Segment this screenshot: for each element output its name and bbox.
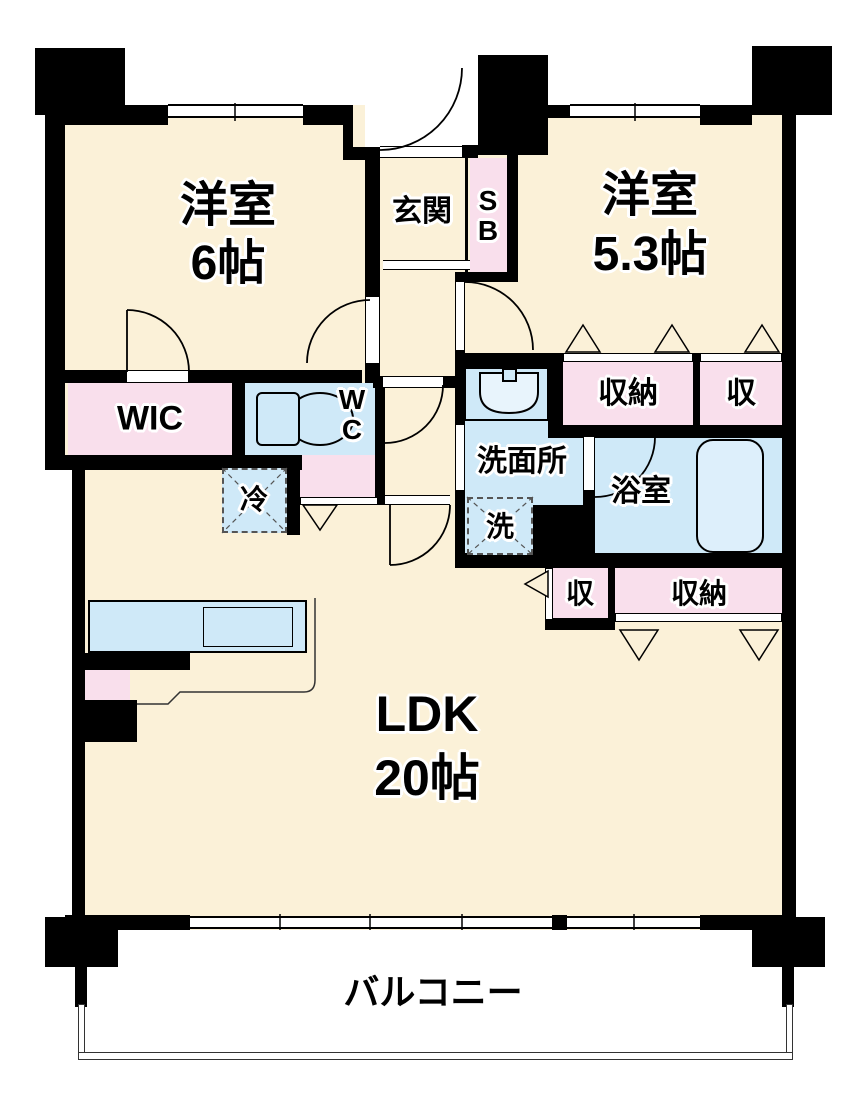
pillar-top-left [35,48,125,115]
closet-top-main-opening [563,353,693,362]
label-shoebox: S B [477,184,499,246]
wall-wic-wc [232,383,245,455]
wall-6-bottom-b [188,370,362,383]
label-balcony: バルコニー [343,971,523,1013]
label-washroom: 洗面所 [477,444,567,478]
wall-row-bottom [65,455,302,470]
opening-front-door [380,146,462,158]
label-toilet: W C [338,383,366,445]
opening-hall-door [383,376,443,388]
label-washer: 洗 [485,510,515,542]
wall-closet-mid-bottom [545,618,615,630]
wall-corr-right-a [455,350,465,425]
kitchen-side-cabinet [85,670,130,700]
kitchen-sink [203,607,293,647]
entrance-step [383,260,470,270]
wall-closet-div [693,353,700,428]
balcony-stub-right [782,967,794,1007]
balcony-stub-left [75,967,87,1007]
storage-by-fridge [300,455,378,497]
wall-right [782,107,796,930]
label-room6-name: 洋室 [179,179,277,233]
balcony-rail-bottom [78,1052,793,1060]
label-fridge: 冷 [239,483,269,515]
wall-corr-right-b [455,490,465,568]
exterior-patch-top [365,48,478,147]
room-wic [68,383,232,455]
wall-top-stub [343,105,353,152]
wall-sb-left [465,158,468,272]
wall-jut [533,505,595,557]
wall-washroom-top [455,353,563,368]
wall-bath-left-a [583,425,595,437]
wall-bath-top [548,425,782,438]
label-room53-size: 5.3帖 [592,228,708,282]
wall-corr-bottom-b [443,376,455,388]
storage-by-fridge-opening [300,497,378,505]
closet-top-side [700,353,782,425]
label-closet-mid-main: 収納 [670,577,728,609]
window-room53 [570,104,700,118]
opening-ldk-door [385,495,450,505]
opening-washroom-door [455,425,465,490]
opening-bath-door [583,437,595,490]
wall-left-lower [72,455,85,917]
closet-top-main [563,353,693,425]
label-ldk-size: 20帖 [374,750,480,806]
pillar-bottom-left [45,917,118,967]
wall-closet-left [548,353,563,428]
label-closet-top-main: 収納 [598,376,658,410]
wall-fridge-side [287,455,300,535]
closet-mid-side [552,568,608,620]
window-ldk-left [190,916,552,929]
closet-mid-side-opening [545,568,553,620]
wall-closet-mid-div [608,568,615,620]
wall-6-bottom-a [65,370,127,383]
opening-room6-door [365,297,380,363]
label-ldk-name: LDK [375,686,479,742]
label-room6-size: 6帖 [190,237,266,291]
closet-mid-main [615,568,782,618]
pillar-kitchen [85,700,137,742]
wall-sb-right [507,155,518,282]
opening-room53-door [455,282,465,350]
wall-left-upper [45,107,65,470]
pillar-bottom-right [752,917,825,967]
wall-doorside [462,145,478,158]
closet-mid-main-opening [615,613,782,622]
room-washroom-a [465,368,548,425]
pillar-top-right [752,46,832,115]
wall-v1 [365,147,380,297]
shoebox-cabinet [470,158,507,273]
wall-top-3 [548,105,570,118]
window-room6 [168,104,303,118]
wall-block-sb [478,55,548,155]
window-ldk-right [567,916,700,929]
wall-ldk-bottom-div [552,915,567,930]
wall-under-sb [455,272,518,282]
label-closet-top-side: 収 [726,376,756,410]
label-entrance: 玄関 [392,194,452,228]
wall-wc-right [375,383,385,505]
label-closet-mid-side: 収 [565,577,595,609]
label-bathroom: 浴室 [611,474,671,508]
wall-top-4 [700,105,752,125]
room-washroom-b [465,425,583,505]
wall-corr-bottom-a [373,376,383,388]
wall-top-2 [303,105,353,125]
label-room53-name: 洋室 [601,169,699,223]
label-wic: WIC [116,399,184,438]
wall-kitchen-bar [85,653,190,670]
wall-bath-bottom [455,553,782,568]
opening-wic-door [127,370,188,383]
closet-top-side-opening [700,353,782,362]
exterior-patch-left [45,470,72,917]
